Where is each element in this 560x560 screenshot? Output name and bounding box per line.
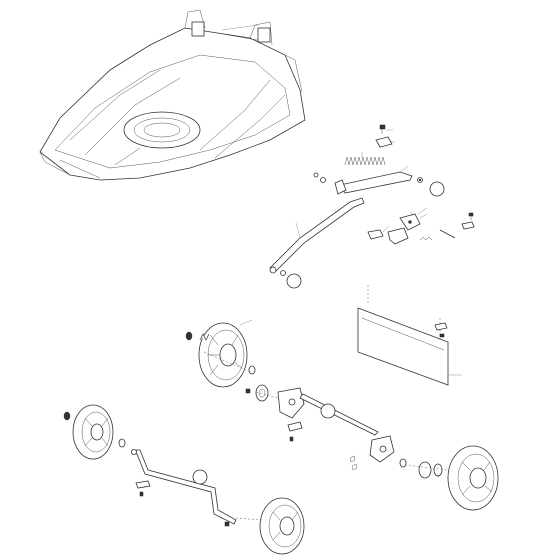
bushing-106: [320, 177, 326, 183]
height-lever-108: [334, 171, 413, 195]
axle-bracket-131: [277, 387, 305, 419]
bolt-102: [379, 124, 386, 134]
hub-cap-119: [63, 411, 71, 421]
cap-118: [461, 221, 475, 230]
marker-c-bottom: [192, 469, 208, 485]
bracket-103: [375, 136, 393, 148]
front-wheel-right: [447, 445, 499, 511]
marker-c-top: [286, 273, 302, 289]
marker-d-top: [429, 181, 445, 197]
nut-107: [417, 177, 423, 183]
screw-141: [439, 333, 445, 338]
pin-116: [439, 229, 456, 239]
right-axle-bracket: [369, 435, 395, 463]
front-wheel-bottom: [259, 497, 305, 555]
washer-110: [280, 270, 286, 276]
front-wheel-left-120: [72, 404, 114, 460]
screw-124: [139, 491, 144, 497]
spring-clip-115: [419, 236, 433, 241]
hub-cap-126: [185, 331, 193, 341]
lever-pivot-112: [399, 213, 421, 231]
rear-axle-rod-109: [269, 197, 365, 274]
washer-136: [399, 458, 407, 468]
clip-132: [287, 421, 303, 432]
clip-142: [434, 322, 448, 331]
link-arm-114: [387, 227, 409, 245]
front-axle-122: [131, 449, 237, 525]
bolt-117: [468, 212, 474, 220]
gear-130: [255, 384, 269, 402]
mower-deck: [39, 9, 306, 181]
rear-wheel-127: [198, 322, 248, 388]
washer-121: [118, 438, 126, 448]
screw-133: [289, 436, 294, 442]
adjuster-spring: [344, 156, 386, 166]
bolt-129: [245, 388, 251, 394]
rear-flap-143: [357, 285, 449, 386]
washer-128: [248, 365, 256, 375]
front-axle-rod: [299, 393, 379, 436]
right-wheel-hub-parts: [349, 455, 443, 479]
bolt-125: [224, 521, 230, 527]
marker-d-bottom: [320, 403, 336, 419]
washer-105: [313, 172, 319, 178]
clip-123: [135, 480, 151, 489]
grip-113: [367, 229, 384, 240]
